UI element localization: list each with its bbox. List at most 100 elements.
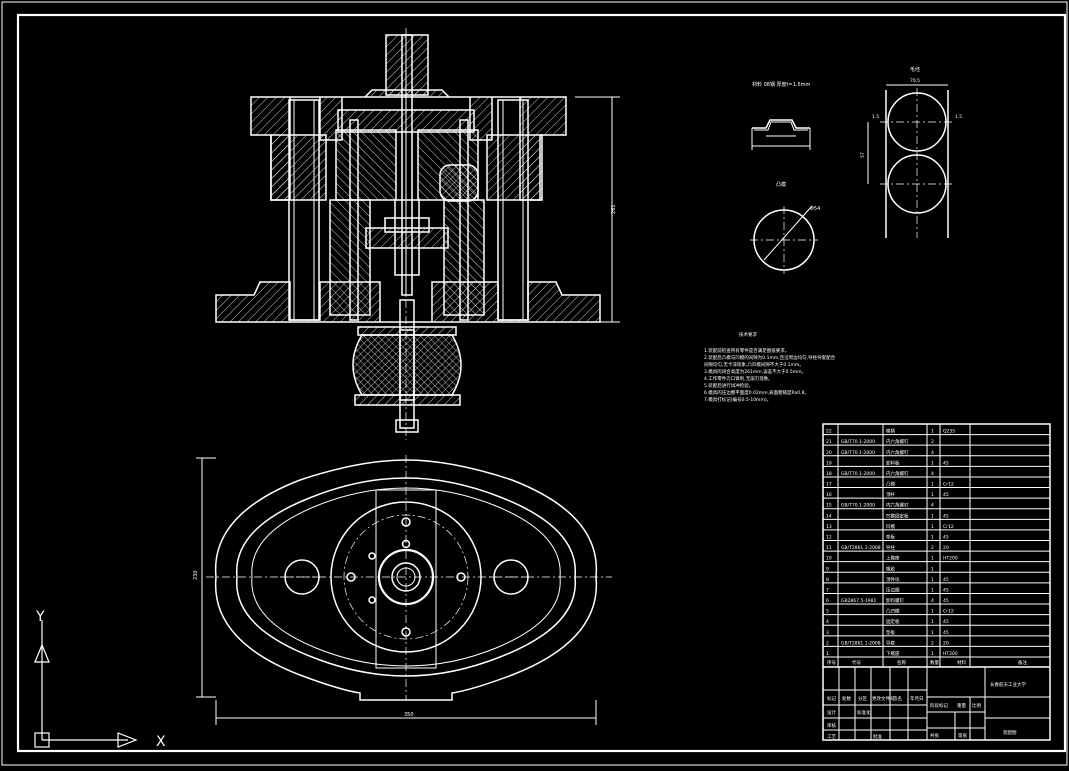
bom-cell: Q235 xyxy=(943,429,955,435)
bom-cell: 1 xyxy=(931,630,934,636)
height-dimension: 261 xyxy=(611,204,617,214)
front-section-view[interactable]: 261 xyxy=(215,28,620,440)
bom-cell: 45 xyxy=(943,535,949,541)
bom-header-qty: 数量 xyxy=(930,659,939,666)
bom-cell: 21 xyxy=(826,439,832,445)
bom-cell: GB/T2861.1-2008 xyxy=(841,640,881,646)
note-line: 2.装配后凸模与凹模的间隙为0.1mm,且沿周边均匀,导柱导套配合 xyxy=(704,354,836,361)
note-line: 1.装配前检查所有零件是否满足图纸要求。 xyxy=(704,347,789,354)
bom-cell: 1 xyxy=(931,524,934,530)
bom-cell: GB/T2861.1-2008 xyxy=(841,545,881,551)
tb-stage: 阶段标记 xyxy=(930,702,948,709)
bom-cell: 内六角螺钉 xyxy=(886,470,909,477)
bom-cell: 5 xyxy=(826,609,829,615)
bom-cell: 压边圈 xyxy=(886,586,900,593)
title-block[interactable]: 标记 处数 分区 更改文件号 签名 年月日 设计 标准化 审核 工艺 批准 阶段… xyxy=(823,667,1050,740)
bom-cell: 1 xyxy=(826,651,829,657)
tb-zone: 分区 xyxy=(858,695,867,702)
bom-cell: 9 xyxy=(826,566,829,572)
bom-cell: 45 xyxy=(943,619,949,625)
width-dimension: 350 xyxy=(404,712,414,718)
bom-cell: GB2867.5-1981 xyxy=(841,598,877,604)
detail-strip-layout[interactable]: 毛坯 70.5 57 1.5 1.5 xyxy=(860,66,962,238)
bom-cell: 16 xyxy=(826,492,832,498)
tb-scale: 比例 xyxy=(972,702,981,709)
strip-label: 毛坯 xyxy=(910,66,920,73)
detail-blank[interactable]: 凸模 Φ54 xyxy=(750,181,820,274)
tb-process: 工艺 xyxy=(827,734,836,740)
bom-cell: 45 xyxy=(943,587,949,593)
notes-heading: 技术要求 xyxy=(739,331,757,338)
bom-cell: 1 xyxy=(931,566,934,572)
bom-cell: 2 xyxy=(931,439,934,445)
bom-cell: 4 xyxy=(826,619,829,625)
bom-cell: 1 xyxy=(931,492,934,498)
note-line: 5.装配后进行试冲检验。 xyxy=(704,382,753,389)
bom-cell: 凸凹模 xyxy=(886,608,900,615)
bom-cell: 4 xyxy=(931,450,934,456)
bom-cell: GB/T70.1-2000 xyxy=(841,471,875,477)
bom-cell: 12 xyxy=(826,535,832,541)
bom-cell: 1 xyxy=(931,429,934,435)
bom-cell: 卸料螺钉 xyxy=(886,597,904,604)
bom-cell: 内六角螺钉 xyxy=(886,438,909,445)
bom-header-name: 名称 xyxy=(897,659,906,666)
detail-part-profile[interactable]: 材料 08钢 厚度t=1.5mm xyxy=(751,81,811,150)
plan-view[interactable]: 350 230 xyxy=(193,455,612,725)
tb-design: 设计 xyxy=(827,709,836,716)
technical-notes: 技术要求 1.装配前检查所有零件是否满足图纸要求。 2.装配后凸模与凹模的间隙为… xyxy=(704,331,836,403)
tb-mark: 标记 xyxy=(827,695,836,702)
tb-review: 审核 xyxy=(827,722,836,729)
bom-cell: 1 xyxy=(931,577,934,583)
bom-cell: 6 xyxy=(826,598,829,604)
bom-cell: 垫板 xyxy=(886,629,895,636)
strip-pitch-dim: 57 xyxy=(860,152,866,158)
bom-cell: 4 xyxy=(931,471,934,477)
ucs-x-label: X xyxy=(156,734,166,750)
bom-cell: HT200 xyxy=(943,556,958,562)
bom-cell: 橡胶 xyxy=(886,565,895,572)
bom-cell: 1 xyxy=(931,651,934,657)
bom-cell: 17 xyxy=(826,482,832,488)
bom-cell: 22 xyxy=(826,429,832,435)
bom-cell: 19 xyxy=(826,460,832,466)
bom-header-no: 序号 xyxy=(827,659,836,666)
note-line: 3.模具的闭合高度为261mm,误差不大于0.5mm。 xyxy=(704,368,806,375)
tb-change-doc: 更改文件号 xyxy=(872,695,895,702)
bom-cell: 凸模 xyxy=(886,481,895,488)
tb-sheets: 共张 xyxy=(930,732,939,739)
bom-cell: Cr12 xyxy=(943,524,954,530)
depth-dimension: 230 xyxy=(193,570,199,580)
drawing-title: 装配图 xyxy=(1003,729,1017,736)
bom-cell: 1 xyxy=(931,587,934,593)
note-line: 7.模具打标记(编号0.5-10mm)。 xyxy=(704,396,771,403)
tb-sign: 签名 xyxy=(893,695,902,702)
bom-cell: 顶杆 xyxy=(886,491,895,498)
tb-standardize: 标准化 xyxy=(857,709,871,716)
school-name: 长春航天工业大学 xyxy=(990,681,1026,688)
bom-cell: 1 xyxy=(931,619,934,625)
bom-cell: 卸料板 xyxy=(886,459,900,466)
note-line: 4.工作零件刃口锋利,无崩刃现象。 xyxy=(704,375,773,382)
bom-cell: 顶件块 xyxy=(886,576,900,583)
bom-cell: 2 xyxy=(826,640,829,646)
bom-cell: 45 xyxy=(943,513,949,519)
bom-cell: 4 xyxy=(931,598,934,604)
bom-cell: 垫板 xyxy=(886,534,895,541)
bom-cell: 11 xyxy=(826,545,832,551)
tb-date: 年月日 xyxy=(910,695,924,702)
strip-width-dim: 70.5 xyxy=(910,78,920,84)
strip-margin-right: 1.5 xyxy=(955,114,962,120)
bom-cell: GB/T70.1-2000 xyxy=(841,439,875,445)
bom-cell: 45 xyxy=(943,630,949,636)
bom-cell: 7 xyxy=(826,587,829,593)
tb-sheet-no: 第张 xyxy=(958,732,967,739)
bom-cell: 凹模固定板 xyxy=(886,512,909,519)
bom-cell: 20 xyxy=(943,545,949,551)
bom-cell: 内六角螺钉 xyxy=(886,449,909,456)
